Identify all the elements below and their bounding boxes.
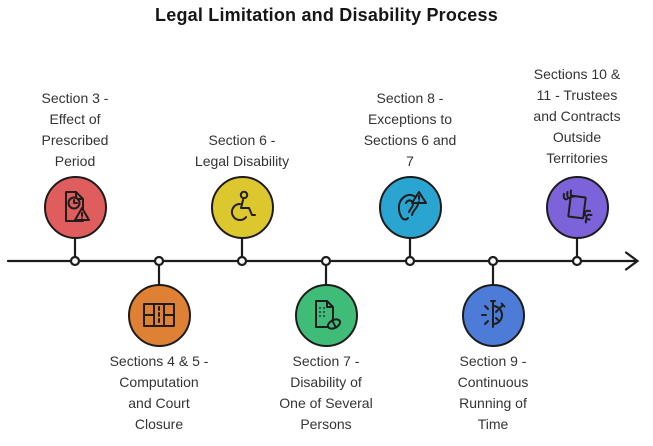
- section-7-bubble: [294, 283, 358, 347]
- section-3-bubble: [43, 175, 107, 239]
- braille-document-pill-icon: [315, 300, 342, 330]
- section-8-label: Section 8 - Exceptions to Sections 6 and…: [363, 90, 457, 169]
- timeline-node: [571, 255, 583, 267]
- document-clock-warning-icon: [65, 191, 90, 222]
- sections-4-5-label: Sections 4 & 5 - Computation and Court C…: [109, 353, 209, 432]
- timeline-node: [487, 255, 499, 267]
- sections-4-5-bubble: [127, 283, 191, 347]
- timeline-arrowhead-icon: [624, 251, 640, 271]
- sections-10-11-label: Sections 10 & 11 - Trustees and Contract…: [533, 66, 621, 166]
- timeline-node: [69, 255, 81, 267]
- page-title: Legal Limitation and Disability Process: [155, 5, 498, 25]
- section-8-bubble: [378, 175, 442, 239]
- timeline-node: [236, 255, 248, 267]
- wheelchair-icon: [231, 190, 256, 221]
- section-9-label: Section 9 - Continuous Running of Time: [457, 353, 529, 432]
- timeline-node: [404, 255, 416, 267]
- timeline-node: [153, 255, 165, 267]
- section-6-label: Section 6 - Legal Disability: [194, 132, 290, 169]
- section-6-bubble: [210, 175, 274, 239]
- hands-holding-document-icon: [562, 189, 593, 224]
- timeline-node: [320, 255, 332, 267]
- section-3-label: Section 3 - Effect of Prescribed Period: [41, 90, 109, 169]
- ear-warning-icon: [397, 191, 427, 221]
- section-7-label: Section 7 - Disability of One of Several…: [279, 353, 373, 432]
- section-9-bubble: [461, 283, 525, 347]
- sections-10-11-bubble: [545, 175, 609, 239]
- court-grid-icon: [143, 303, 175, 327]
- half-stopwatch-icon: [481, 300, 506, 328]
